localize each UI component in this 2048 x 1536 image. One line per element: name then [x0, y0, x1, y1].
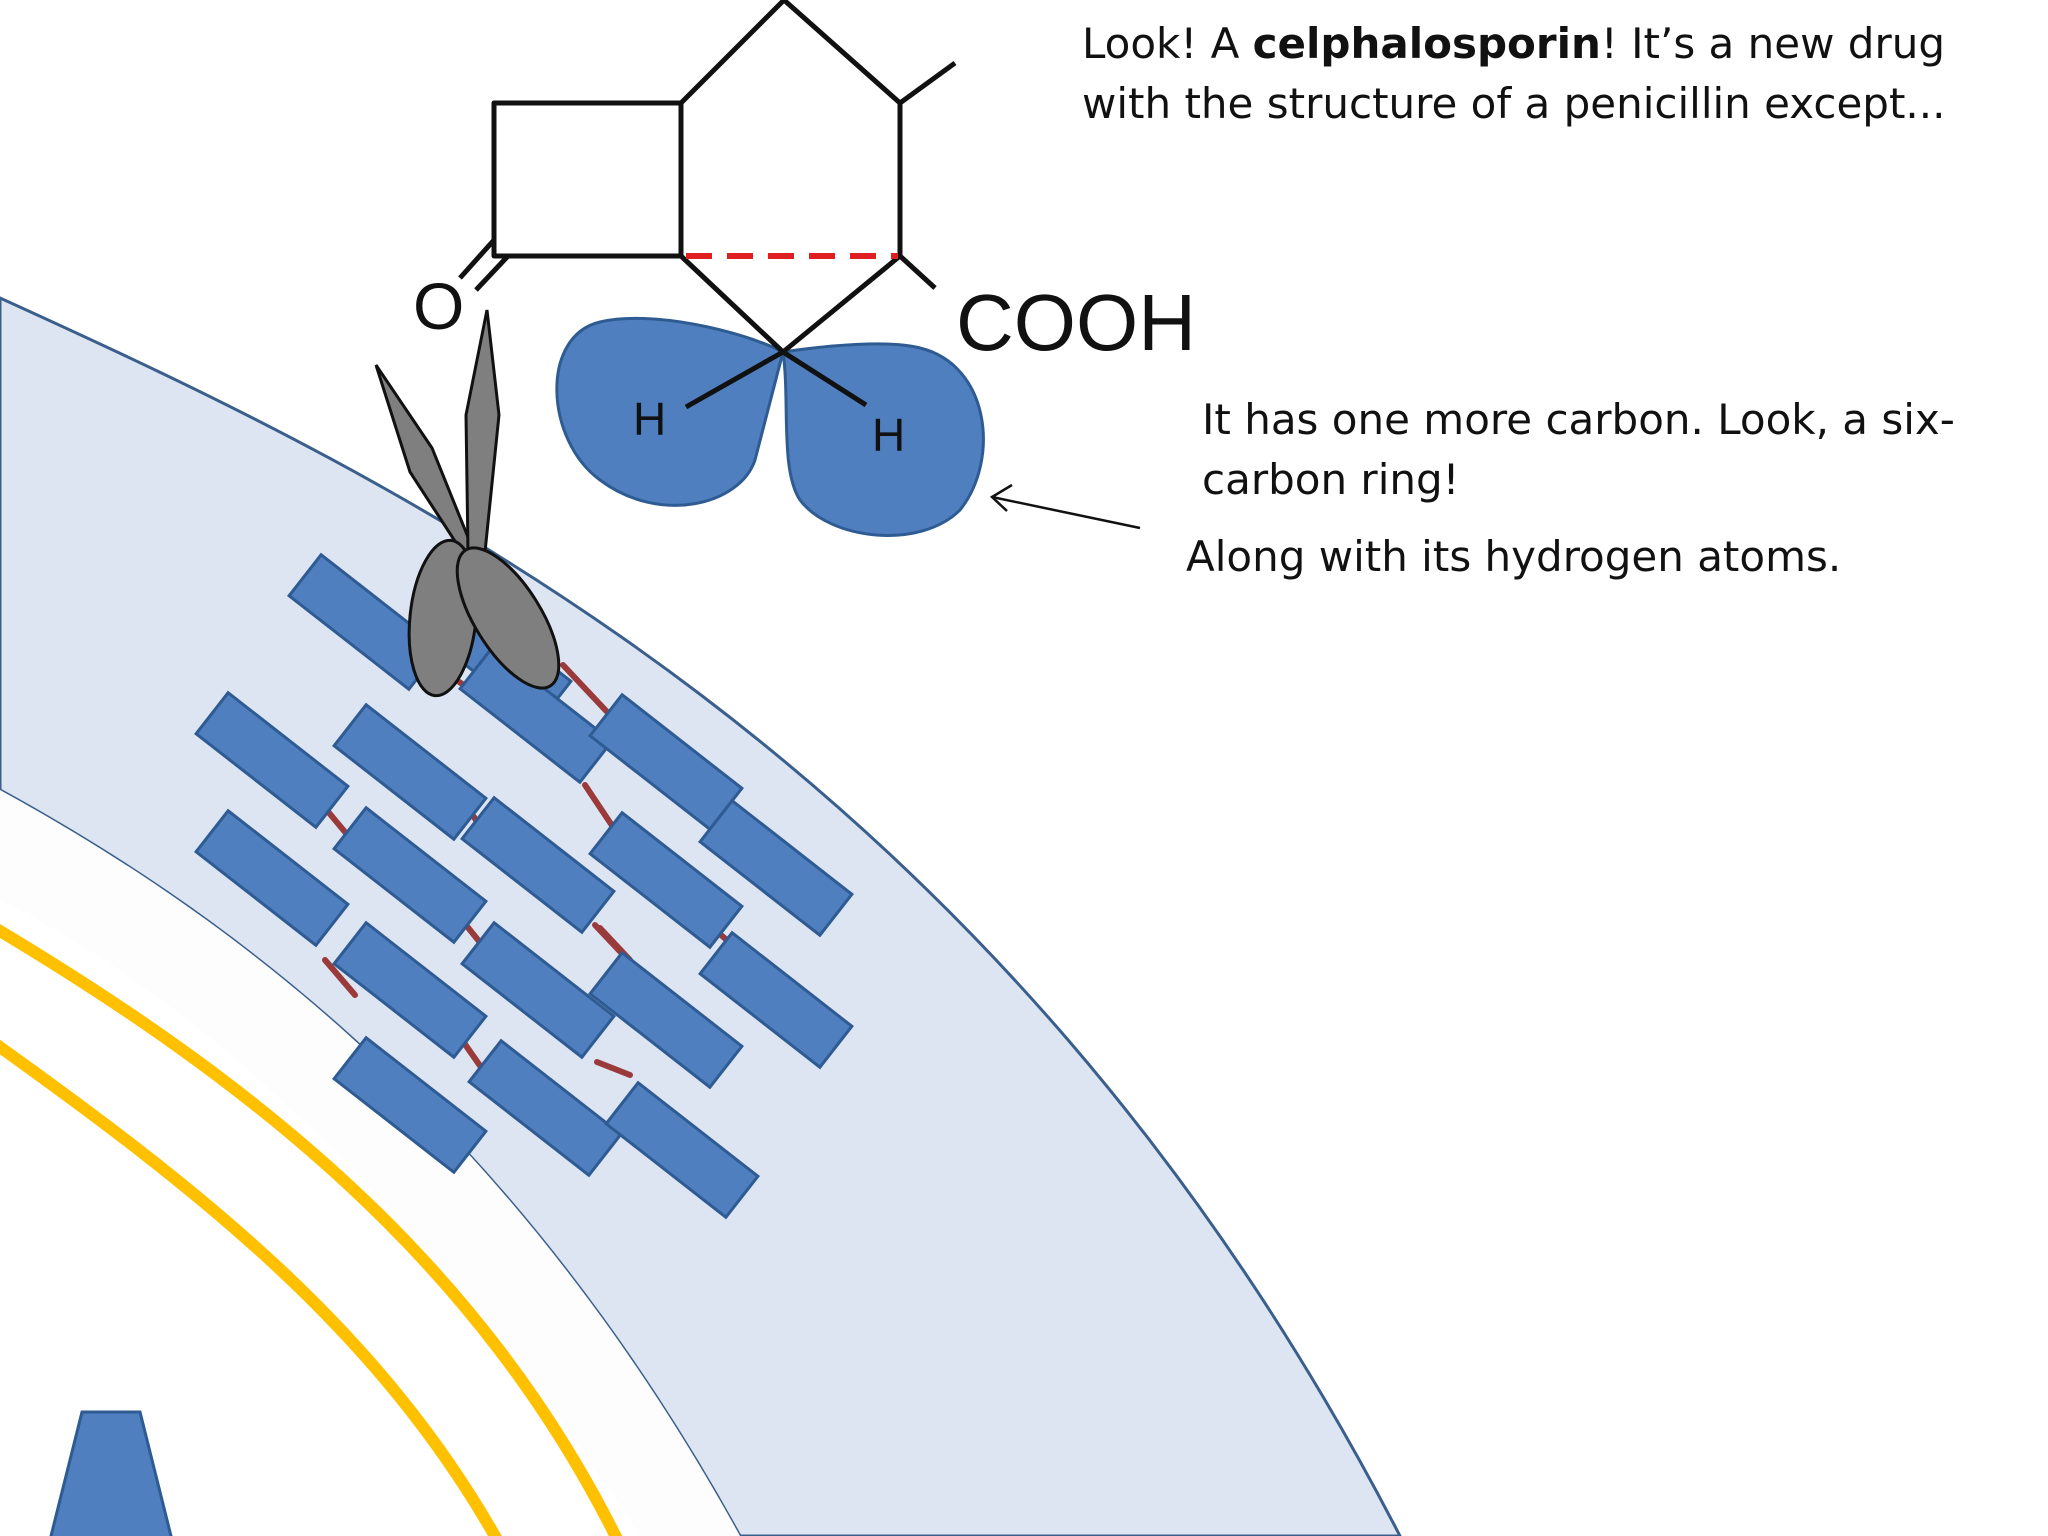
drug-name: celphalosporin [1252, 19, 1601, 68]
carbonyl-bond-b [474, 254, 510, 292]
scissors-blade-right [464, 309, 501, 554]
peptidoglycan-block [466, 1038, 624, 1178]
peptidoglycan-block [697, 798, 855, 938]
beta-lactam-ring [491, 100, 684, 259]
caption-intro: Look! A celphalosporin! It’s a new drug … [1082, 14, 2022, 134]
peptidoglycan-block [459, 795, 617, 935]
peptidoglycan-block [331, 920, 489, 1060]
scissors-icon [374, 309, 561, 698]
peptidoglycan-block [193, 808, 351, 948]
crosslink [582, 782, 618, 833]
inner-membrane [0, 1039, 502, 1536]
arrow-to-hydrogens [989, 483, 1141, 530]
crosslink [594, 1059, 633, 1078]
cephalosporin-molecule [458, 0, 957, 292]
peptidoglycan-block [459, 920, 617, 1060]
crosslink [322, 957, 358, 998]
oxygen-label: O [413, 269, 464, 343]
crosslink [560, 662, 613, 718]
ch-bond-right [781, 349, 868, 408]
peptidoglycan-block [603, 1080, 761, 1220]
scissors-handle-right [455, 546, 561, 690]
peptidoglycan-block [331, 805, 489, 945]
peptidoglycan-block [457, 645, 615, 785]
outer-membrane [0, 924, 623, 1536]
hydrogen-lobes [555, 316, 985, 537]
cooh-label: COOH [956, 278, 1196, 367]
caption-extra-carbon: It has one more carbon. Look, a six-carb… [1202, 395, 1955, 504]
peptidoglycan-block [697, 930, 855, 1070]
ch-bond-left [684, 349, 785, 410]
carbonyl-bond-a [458, 238, 496, 280]
caption-intro-post: ! It’s a new drug with the structure of … [1082, 19, 1946, 128]
hydrogen-lobe-right [781, 342, 985, 537]
peptidoglycan-block [331, 1035, 489, 1175]
caption-hydrogens: Along with its hydrogen atoms. [1186, 532, 1842, 581]
cooh-bond [898, 254, 937, 290]
membrane-protein [49, 1410, 173, 1536]
caption-intro-pre: Look! A [1082, 19, 1253, 68]
ring-bond-lower-right [781, 254, 902, 354]
hydrogen-label-right: H [872, 409, 905, 461]
hydrogen-lobe-left [555, 316, 785, 507]
peptidoglycan-block [331, 702, 489, 842]
hydrogen-label-left: H [633, 393, 666, 445]
six-carbon-ring-top [679, 0, 903, 256]
peptidoglycan-block [193, 690, 351, 830]
peptidoglycan-block [587, 950, 745, 1090]
ring-bond-lower-left [679, 254, 785, 354]
peptidoglycan-block [587, 810, 745, 950]
peptidoglycan-mesh [193, 552, 855, 1220]
periplasm-space [0, 790, 740, 1536]
methyl-bond [898, 60, 957, 106]
